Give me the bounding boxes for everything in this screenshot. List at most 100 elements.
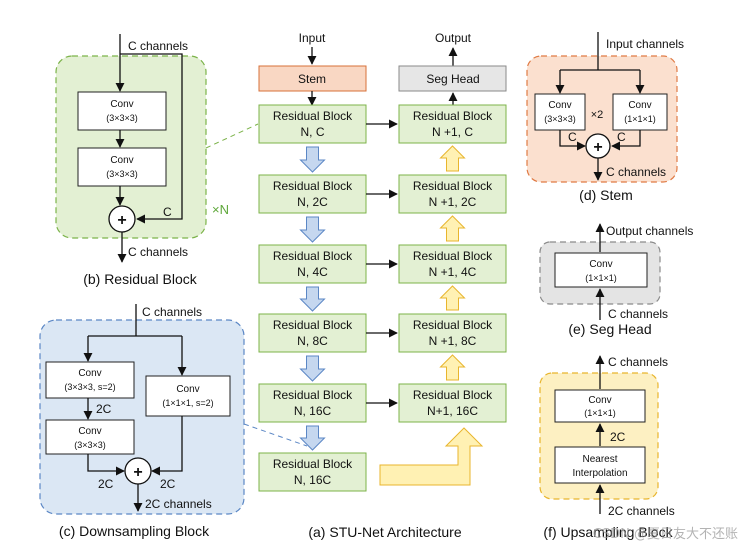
encoder-block-3-config: N, 4C [297, 265, 328, 279]
downsampling-convC-label: Conv [176, 384, 199, 395]
downsampling-convB-label: Conv [78, 426, 101, 437]
encoder-block-4-title: Residual Block [273, 318, 353, 332]
downsampling-out-label: 2C channels [145, 497, 212, 511]
stem-in-label: Input channels [606, 37, 684, 51]
input-label: Input [299, 31, 326, 45]
stem-panel: Input channels Conv (3×3×3) ×2 Conv (1×1… [526, 32, 684, 203]
encoder-block-1-title: Residual Block [273, 109, 353, 123]
seg-head-panel: Output channels Conv (1×1×1) C channels … [539, 223, 693, 337]
downsampling-convB-kernel: (3×3×3) [74, 440, 106, 450]
decoder-block-2-title: Residual Block [413, 179, 493, 193]
residual-block-panel: C channels Conv (3×3×3) Conv (3×3×3) + C… [55, 34, 229, 287]
svg-text:+: + [593, 139, 602, 156]
encoder-block-1-config: N, C [301, 125, 325, 139]
upsampling-mid-label: 2C [610, 430, 626, 444]
residual-in-label: C channels [128, 39, 188, 53]
upsample-arrow-1 [439, 145, 466, 172]
encoder-block-2-config: N, 2C [297, 195, 328, 209]
decoder-block-5-title: Residual Block [413, 388, 493, 402]
encoder-block-6-title: Residual Block [273, 457, 353, 471]
downsample-arrow-5 [299, 425, 326, 451]
residual-conv2-box [77, 147, 167, 187]
upsampling-conv-box [554, 389, 646, 423]
residual-repeat-label: ×N [212, 202, 229, 217]
seg-head-out-label: Output channels [606, 224, 693, 238]
stem-label: Stem [298, 72, 326, 86]
downsample-arrow-3 [299, 286, 326, 312]
upsampling-out-label: C channels [608, 355, 668, 369]
upsampling-interp-label2: Interpolation [572, 468, 627, 479]
upsampling-interp-label: Nearest [582, 454, 617, 465]
downsample-arrow-1 [299, 146, 326, 173]
decoder-block-3: Residual Block N +1, 4C [398, 244, 507, 284]
downsampling-convB-box [45, 419, 135, 455]
watermark-text: CSDN @夏日友大不还账 [593, 526, 738, 542]
seg-head-conv-box [554, 252, 648, 288]
upsampling-panel: C channels Conv (1×1×1) 2C Nearest Inter… [539, 355, 675, 540]
residual-skip-label: C [163, 205, 172, 219]
architecture-caption: (a) STU-Net Architecture [308, 524, 461, 540]
stem-convA-kernel: (3×3×3) [544, 114, 576, 124]
decoder-block-1-config: N +1, C [432, 125, 473, 139]
downsampling-left-in: 2C [98, 477, 114, 491]
seg-head-caption: (e) Seg Head [568, 321, 651, 337]
downsample-arrow-4 [299, 355, 326, 382]
encoder-block-6: Residual Block N, 16C [258, 452, 367, 492]
decoder-block-3-config: N +1, 4C [429, 265, 477, 279]
residual-caption: (b) Residual Block [83, 271, 198, 287]
downsampling-convA-label: Conv [78, 368, 101, 379]
downsampling-panel-frame [39, 319, 245, 515]
residual-conv1-label: Conv [110, 99, 133, 110]
decoder-block-1-title: Residual Block [413, 109, 493, 123]
downsample-arrow-2 [299, 216, 326, 243]
seg-head-conv-label: Conv [589, 259, 612, 270]
output-label: Output [435, 31, 472, 45]
residual-conv2-kernel: (3×3×3) [106, 169, 138, 179]
stem-convB-box [612, 93, 668, 131]
upsample-arrow-3 [439, 285, 466, 311]
decoder-block-5-config: N+1, 16C [427, 404, 478, 418]
upsampling-caption: (f) Upsampling Block [543, 524, 673, 540]
downsampling-convA-box [45, 361, 135, 399]
encoder-block-4-config: N, 8C [297, 334, 328, 348]
seg-head-label: Seg Head [426, 72, 479, 86]
encoder-block-1: Residual Block N, C [258, 104, 367, 144]
encoder-block-6-config: N, 16C [294, 473, 332, 487]
decoder-block-3-title: Residual Block [413, 249, 493, 263]
residual-conv1-box [77, 91, 167, 131]
encoder-block-5: Residual Block N, 16C [258, 383, 367, 423]
upsample-arrow-2 [439, 215, 466, 242]
stem-right-c: C [617, 130, 626, 144]
encoder-block-4: Residual Block N, 8C [258, 313, 367, 353]
upsampling-in-label: 2C channels [608, 504, 675, 518]
downsampling-block-panel: C channels Conv (3×3×3, s=2) 2C Conv (3×… [39, 304, 245, 539]
downsampling-right-in: 2C [160, 477, 176, 491]
downsampling-convA-kernel: (3×3×3, s=2) [64, 382, 115, 392]
upsampling-interp-box [554, 446, 646, 484]
upsample-entry-arrow [379, 427, 484, 486]
stem-convB-kernel: (1×1×1) [624, 114, 656, 124]
encoder-block-5-config: N, 16C [294, 404, 332, 418]
stem-convA-box [534, 93, 586, 131]
stem-times-label: ×2 [591, 109, 604, 121]
svg-text:+: + [117, 212, 126, 229]
architecture-panel: Input Stem Output Seg Head Residual Bloc… [258, 31, 507, 540]
decoder-block-2-config: N +1, 2C [429, 195, 477, 209]
downsampling-mid-label: 2C [96, 402, 112, 416]
encoder-block-5-title: Residual Block [273, 388, 353, 402]
svg-text:+: + [133, 464, 142, 481]
stem-left-c: C [568, 130, 577, 144]
residual-conv2-label: Conv [110, 155, 133, 166]
seg-head-conv-kernel: (1×1×1) [585, 273, 617, 283]
stem-out-label: C channels [606, 165, 666, 179]
downsampling-caption: (c) Downsampling Block [59, 523, 210, 539]
decoder-block-4-config: N +1, 8C [429, 334, 477, 348]
